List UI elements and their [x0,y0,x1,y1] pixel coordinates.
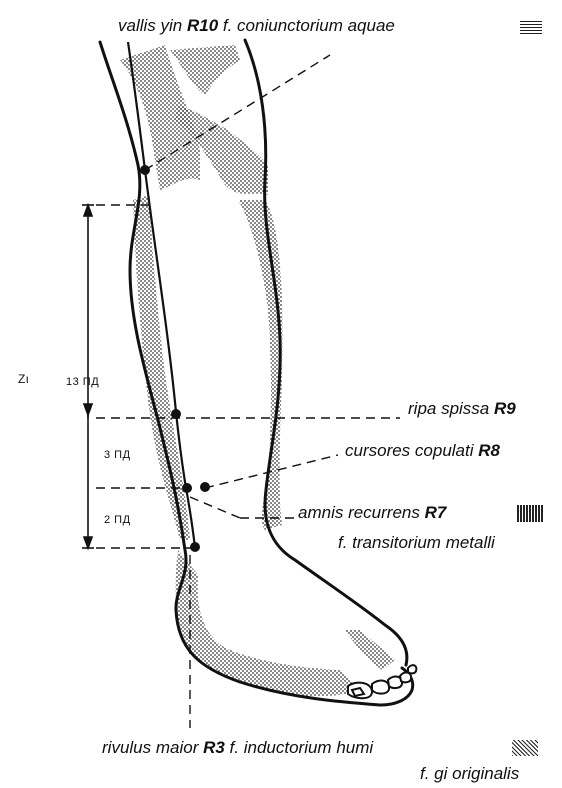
earth-hatch-icon [512,740,538,756]
label-R8: cursores copulati R8 [345,441,500,461]
point-R3 [190,542,200,552]
measure-13: 13 ПД [66,376,99,388]
leg-shading [120,45,395,696]
label-R3: rivulus maior R3 f. inductorium humi [102,738,373,758]
leg-outline [100,40,413,705]
label-R10: vallis yin R10 f. coniunctorium aquae [118,16,395,36]
label-R7-sub: f. transitorium metalli [338,533,495,553]
measure-3: 3 ПД [104,449,131,461]
point-R8 [182,483,192,493]
label-R9: ripa spissa R9 [408,399,516,419]
measure-2: 2 ПД [104,514,131,526]
metal-hatch-icon [517,505,543,522]
point-R9 [171,409,181,419]
stray-mark: Zι [18,372,29,386]
point-R10 [140,165,150,175]
fire-hatch-icon [520,19,542,34]
point-R7 [200,482,210,492]
label-R7: amnis recurrens R7 [298,503,446,523]
label-R3-sub: f. gi originalis [420,764,519,784]
